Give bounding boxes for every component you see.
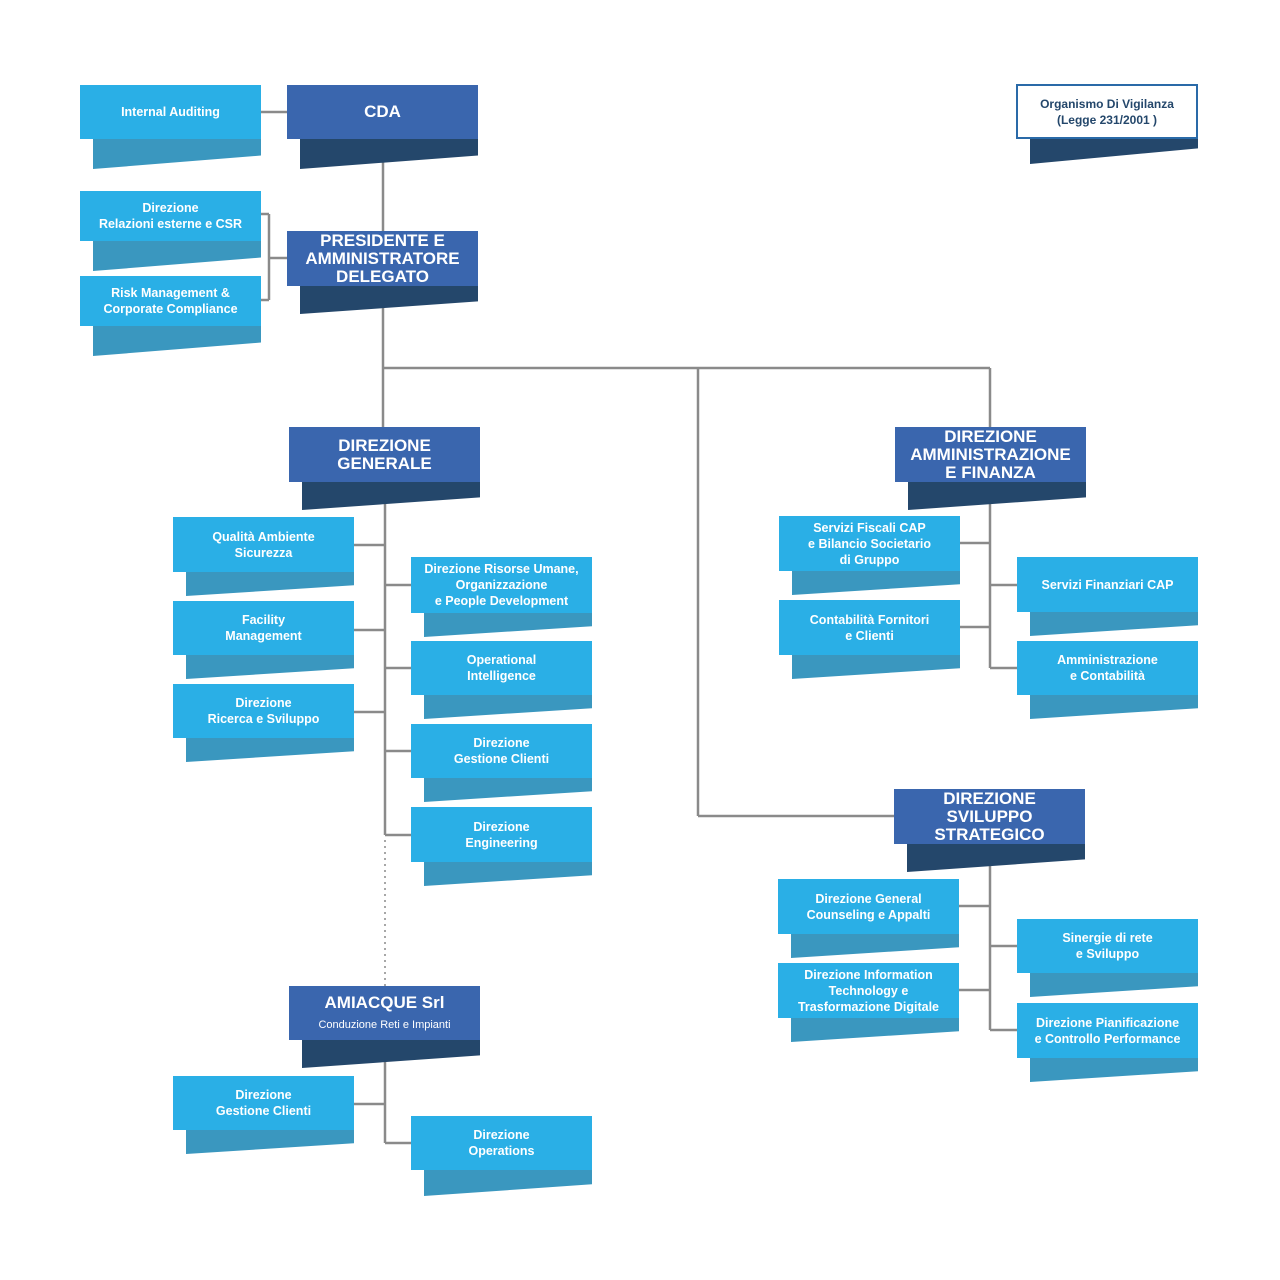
risorse-umane-line-2: Organizzazione [455, 578, 548, 592]
amministrazione-finanza-line-3: E FINANZA [945, 462, 1036, 482]
amministrazione-finanza-line-2: AMMINISTRAZIONE [910, 444, 1071, 464]
presidente-line-3: DELEGATO [336, 266, 429, 286]
information-technology-line-2: Technology e [828, 983, 909, 998]
risk-management-line-2: Corporate Compliance [103, 302, 238, 316]
amiacque-gestione-clienti-line-2: Gestione Clienti [215, 1104, 312, 1118]
amiacque-title: AMIACQUE Srl [324, 993, 445, 1012]
organismo-vigilanza-line-2: (Legge 231/2001 ) [1056, 112, 1158, 127]
relazioni-esterne-line-2: Relazioni esterne e CSR [98, 217, 243, 231]
amiacque-gestione-clienti-line-1: Direzione [235, 1088, 292, 1102]
amministrazione-contabilita-line-1: Amministrazione [1057, 653, 1158, 667]
contabilita-fornitori-line-1: Contabilità Fornitori [809, 612, 930, 627]
direzione-generale-line-2: GENERALE [337, 453, 432, 473]
amministrazione-contabilita-line-2: e Contabilità [1069, 669, 1145, 683]
general-counseling-line-1: Direzione General [815, 891, 922, 906]
amiacque-operations-line-1: Direzione [473, 1128, 530, 1142]
pianificazione-controllo-line-2: e Controllo Performance [1034, 1031, 1181, 1046]
gestione-clienti-line-2: Gestione Clienti [453, 752, 550, 766]
engineering-line-1: Direzione [473, 819, 530, 834]
servizi-fiscali-line-1: Servizi Fiscali CAP [813, 520, 926, 535]
ricerca-sviluppo-line-2: Ricerca e Sviluppo [207, 712, 320, 726]
amiacque-subtitle: Conduzione Reti e Impianti [318, 1019, 451, 1031]
general-counseling-line-2: Counseling e Appalti [806, 907, 931, 922]
risorse-umane-line-3: e People Development [434, 594, 569, 608]
presidente-line-2: AMMINISTRATORE [305, 248, 460, 268]
servizi-finanziari-line-1: Servizi Finanziari CAP [1041, 577, 1174, 592]
internal-auditing-label: Internal Auditing [121, 105, 220, 119]
facility-management-line-1: Facility [241, 613, 286, 627]
servizi-fiscali-line-3: di Gruppo [839, 552, 900, 567]
amiacque-operations-line-2: Operations [468, 1144, 535, 1158]
engineering-line-2: Engineering [465, 835, 538, 850]
cda-label: CDA [364, 102, 401, 121]
gestione-clienti-line-1: Direzione [473, 736, 530, 750]
information-technology-line-3: Trasformazione Digitale [797, 999, 939, 1014]
contabilita-fornitori-line-2: e Clienti [845, 628, 894, 643]
qualita-ambiente-line-1: Qualità Ambiente [212, 529, 315, 544]
sinergie-rete-line-1: Sinergie di rete [1062, 931, 1153, 945]
risk-management-line-1: Risk Management & [111, 286, 230, 300]
servizi-fiscali-line-2: e Bilancio Societario [808, 536, 931, 551]
organismo-vigilanza-line-1: Organismo Di Vigilanza [1040, 96, 1174, 111]
ricerca-sviluppo-line-1: Direzione [235, 696, 292, 710]
information-technology-line-1: Direzione Information [804, 967, 933, 982]
direzione-generale-line-1: DIREZIONE [338, 435, 431, 455]
sviluppo-strategico-line-1: DIREZIONE [943, 788, 1036, 808]
amministrazione-finanza-line-1: DIREZIONE [944, 426, 1037, 446]
qualita-ambiente-line-2: Sicurezza [234, 545, 293, 560]
risorse-umane-line-1: Direzione Risorse Umane, [424, 562, 579, 576]
sviluppo-strategico-line-2: SVILUPPO [946, 806, 1033, 826]
sviluppo-strategico-line-3: STRATEGICO [934, 824, 1045, 844]
operational-intelligence-line-1: Operational [466, 653, 537, 667]
facility-management-line-2: Management [225, 629, 302, 643]
presidente-line-1: PRESIDENTE E [320, 230, 445, 250]
relazioni-esterne-line-1: Direzione [142, 201, 199, 215]
pianificazione-controllo-line-1: Direzione Pianificazione [1035, 1015, 1180, 1030]
sinergie-rete-line-2: e Sviluppo [1075, 947, 1140, 961]
operational-intelligence-line-2: Intelligence [467, 669, 536, 683]
